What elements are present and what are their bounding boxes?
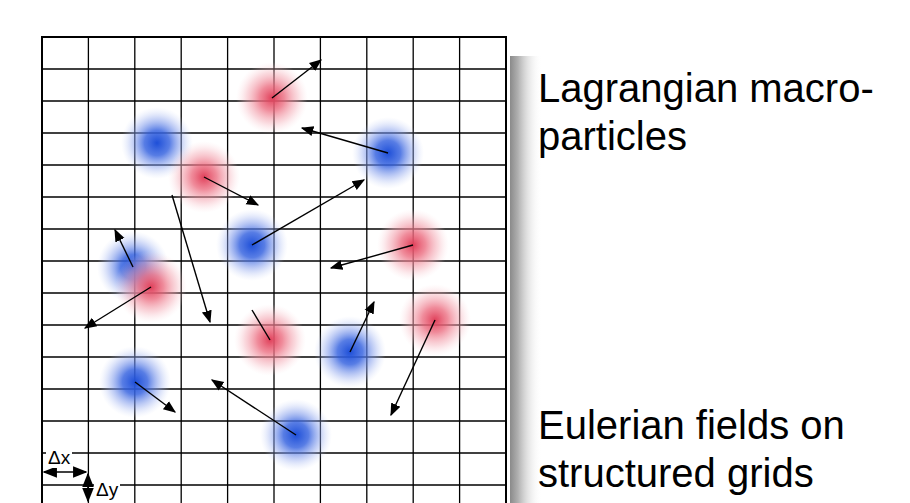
dimension-label: Δx [46, 448, 72, 468]
grid-line [42, 164, 506, 165]
particles [97, 62, 471, 471]
grid-line [42, 196, 506, 197]
grid-line [459, 37, 460, 503]
grid-border [42, 37, 506, 503]
grid [42, 37, 506, 503]
velocity-arrows [85, 60, 435, 435]
dimension-label: Δy [94, 480, 120, 500]
particle-caption: Lagrangian macro-particles [538, 64, 903, 160]
shadow-bar [510, 56, 542, 503]
grid-line [366, 37, 367, 503]
grid-line [88, 37, 89, 503]
field-caption: Eulerian fields on structured grids [538, 401, 904, 497]
cell-size-arrows [44, 472, 88, 501]
